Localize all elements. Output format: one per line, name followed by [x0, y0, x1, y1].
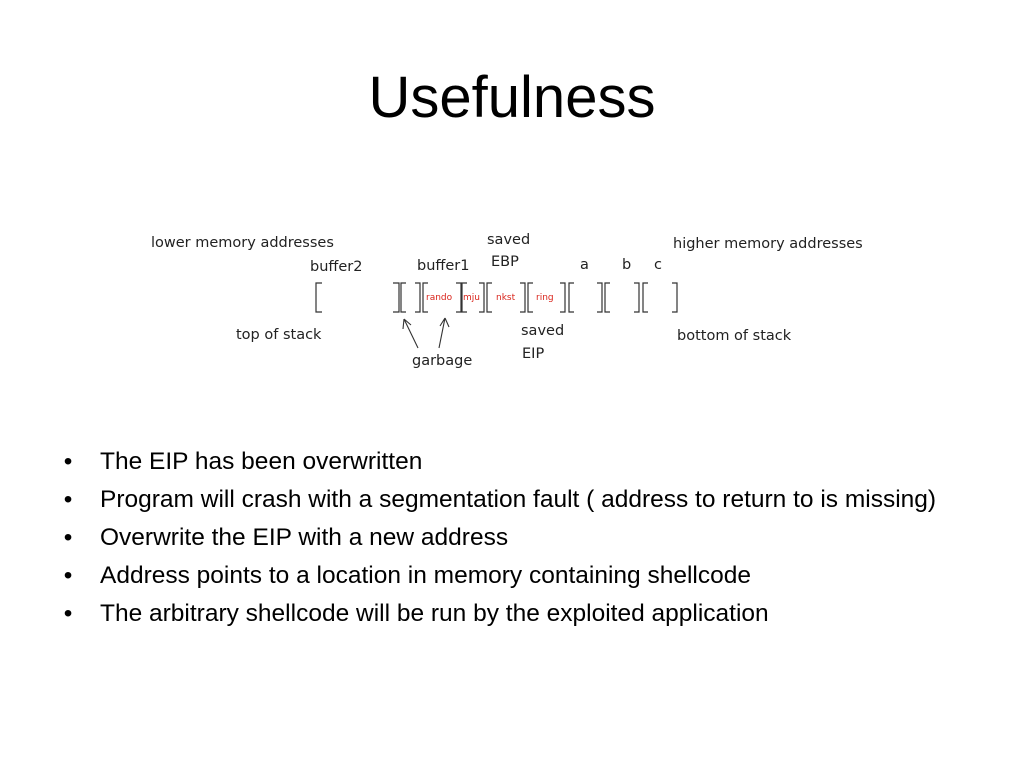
buffer1-left-bracket — [400, 282, 406, 313]
buffer2-left-bracket — [315, 282, 322, 313]
cell-2-right — [479, 282, 485, 313]
slide-title: Usefulness — [368, 65, 656, 130]
bullet-text: The arbitrary shellcode will be run by t… — [100, 600, 769, 627]
cell-4-left — [527, 282, 533, 313]
bullet-list: • The EIP has been overwritten • Program w… — [58, 446, 978, 636]
saved-eip-label-line2: EIP — [522, 346, 544, 362]
bottom-of-stack-label: bottom of stack — [677, 328, 792, 344]
bullet-dot: • — [63, 448, 73, 475]
stack-brackets — [315, 282, 678, 313]
cell-7-left — [642, 282, 648, 313]
stack-diagram: lower memory addresses higher memory add… — [140, 222, 885, 382]
cell-3-right — [520, 282, 526, 313]
top-of-stack-label: top of stack — [236, 327, 322, 343]
cell-mju: mju — [463, 293, 480, 303]
bullet-dot: • — [63, 524, 73, 551]
var-a-label: a — [580, 257, 589, 273]
bullet-item: • The arbitrary shellcode will be run by … — [58, 598, 978, 629]
buffer2-label: buffer2 — [310, 259, 363, 275]
cell-5-right — [597, 282, 603, 313]
buffer1-right-bracket — [415, 282, 421, 313]
cell-nkst: nkst — [496, 293, 516, 303]
bullet-text: Program will crash with a segmentation f… — [100, 486, 937, 513]
bullet-text: The EIP has been overwritten — [100, 448, 423, 475]
higher-memory-label: higher memory addresses — [673, 236, 863, 252]
bullet-dot: • — [63, 600, 73, 627]
cell-ring: ring — [536, 293, 554, 303]
bullet-item: • The EIP has been overwritten — [58, 446, 978, 477]
stack-diagram-svg: lower memory addresses higher memory add… — [151, 232, 863, 369]
cell-5-left — [568, 282, 574, 313]
garbage-label: garbage — [412, 353, 472, 369]
garbage-arrows — [402, 317, 450, 349]
cell-1-left — [422, 282, 428, 313]
var-c-label: c — [654, 257, 662, 273]
bullet-item: • Overwrite the EIP with a new address — [58, 522, 978, 553]
cell-7-right — [672, 282, 678, 313]
cell-2-left — [461, 282, 467, 313]
var-b-label: b — [622, 257, 631, 273]
garbage-arrow-right — [438, 317, 450, 349]
garbage-arrow-left — [402, 318, 419, 349]
cell-4-right — [560, 282, 566, 313]
bullet-dot: • — [63, 486, 73, 513]
saved-ebp-label-line1: saved — [487, 232, 530, 248]
bullet-dot: • — [63, 562, 73, 589]
buffer2-right-bracket — [393, 282, 400, 313]
bullet-text: Overwrite the EIP with a new address — [100, 524, 509, 551]
lower-memory-label: lower memory addresses — [151, 235, 334, 251]
cell-6-right — [634, 282, 640, 313]
bullet-item: • Program will crash with a segmentation … — [58, 484, 978, 515]
bullet-item: • Address points to a location in memory … — [58, 560, 978, 591]
saved-eip-label-line1: saved — [521, 323, 564, 339]
cell-6-left — [604, 282, 610, 313]
saved-ebp-label-line2: EBP — [491, 254, 519, 270]
buffer1-label: buffer1 — [417, 258, 470, 274]
cell-rando: rando — [426, 293, 453, 303]
bullet-text: Address points to a location in memory c… — [100, 562, 751, 589]
cell-1-right — [456, 282, 462, 313]
cell-3-left — [486, 282, 492, 313]
